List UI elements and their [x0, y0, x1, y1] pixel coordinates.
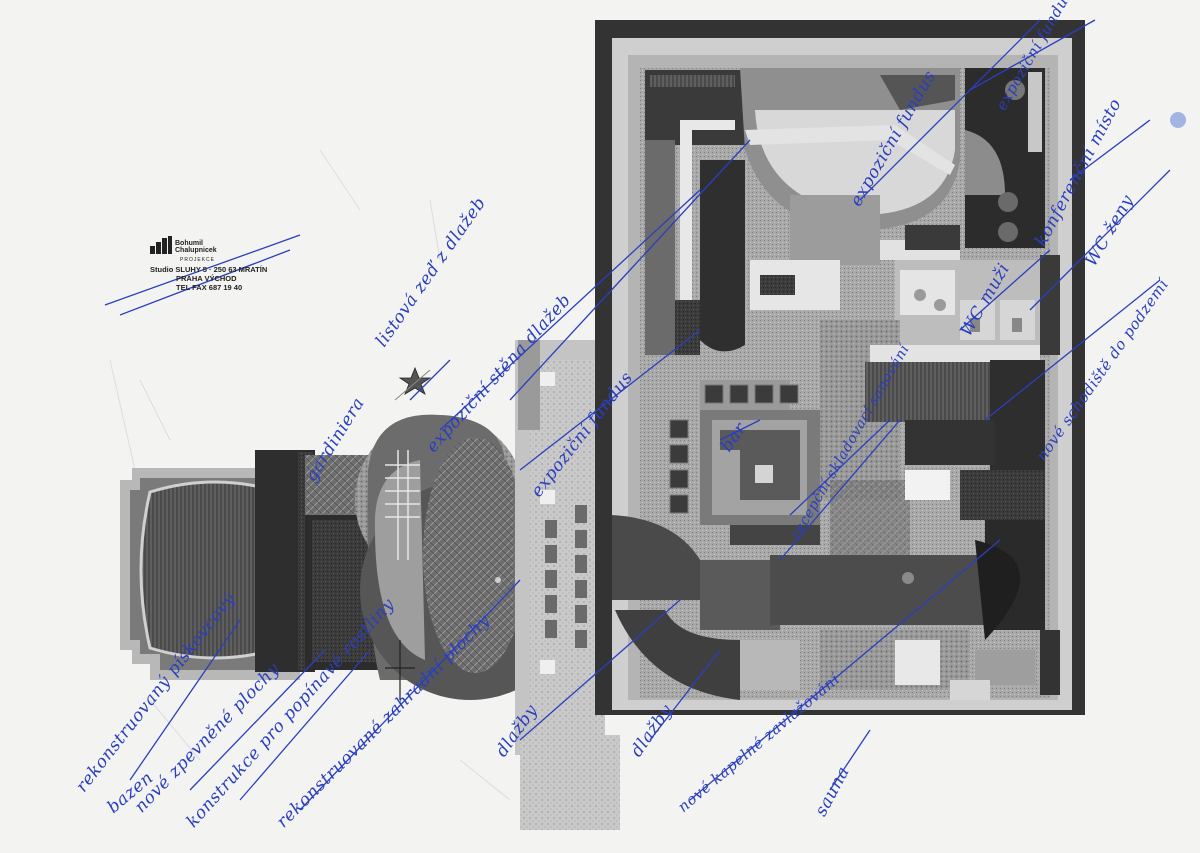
- studio-address-line2: PRAHA VÝCHOD: [176, 274, 237, 283]
- studio-name-line2: Chalupnicek: [175, 247, 217, 254]
- ink-leader-lines: [104, 19, 1171, 811]
- studio-address-line1: Studio SLUHY 5 · 250 63 MRATÍN: [150, 265, 268, 274]
- background-pencil-marks: [109, 149, 511, 801]
- walkway-strip: [515, 340, 620, 830]
- ink-blot: [1170, 112, 1186, 128]
- studio-stamp: Bohumil Chalupnicek PROJEKCE Studio SLUH…: [150, 236, 300, 292]
- star-icon: [398, 366, 432, 395]
- studio-name-line1: Bohumil: [175, 240, 203, 247]
- studio-logo-icon: [150, 236, 172, 254]
- studio-projekce: PROJEKCE: [180, 257, 215, 263]
- studio-tel: TEL FAX 687 19 40: [176, 283, 243, 292]
